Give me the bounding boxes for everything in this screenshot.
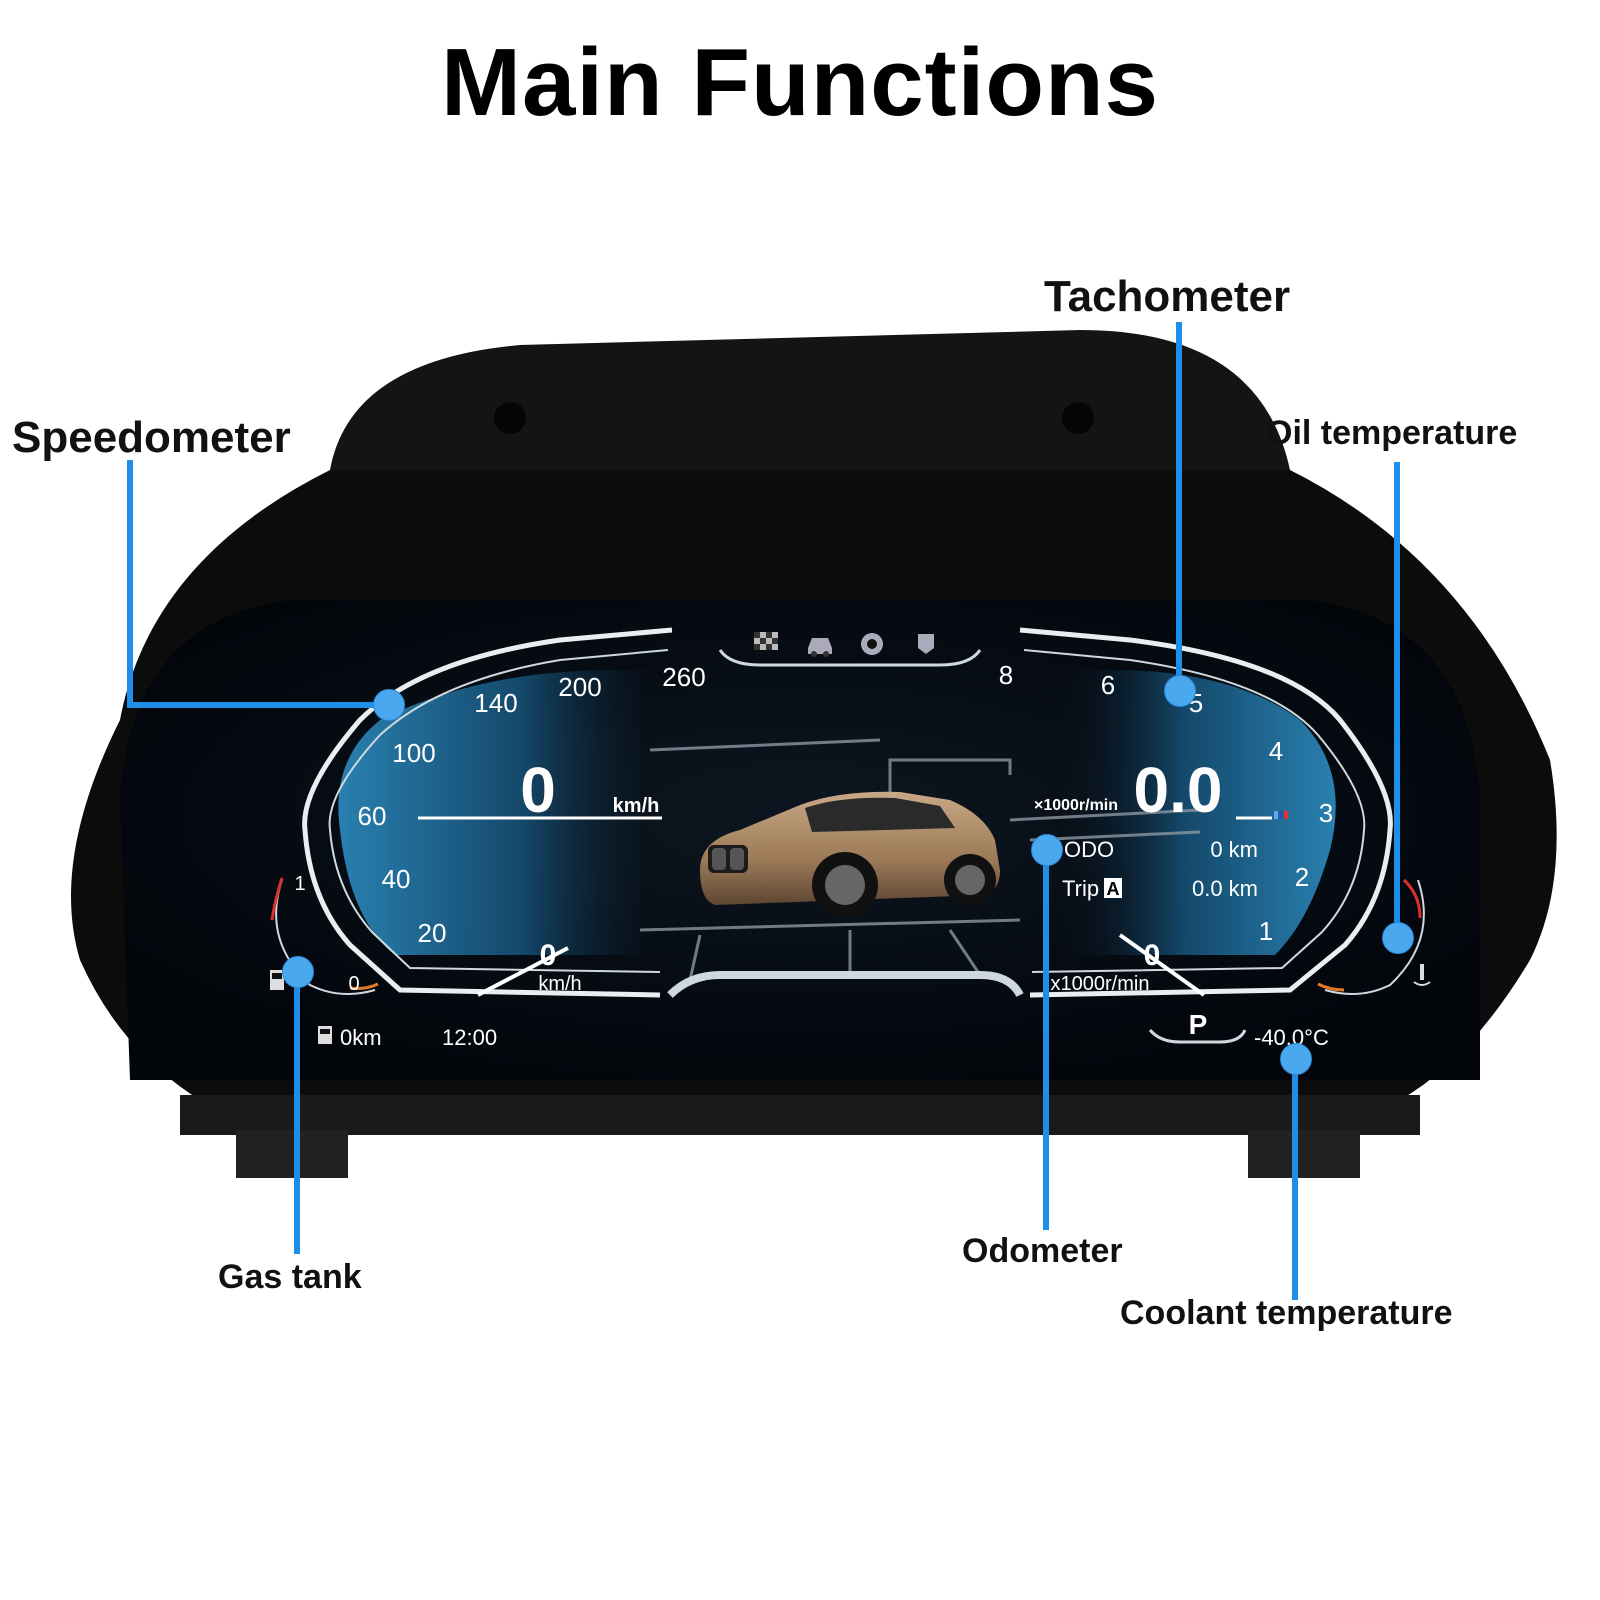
racing-flag-icon — [754, 632, 778, 650]
speedometer-frame-inner — [328, 649, 669, 973]
speed-needle-value: 0 — [540, 939, 557, 972]
fuel-pump-icon — [270, 970, 284, 990]
odometer-leader — [1043, 850, 1049, 1230]
rpm-needle — [1118, 933, 1206, 997]
rpm-value: 0.0 — [1134, 754, 1223, 826]
speedometer-ticks: 20 40 60 100 140 200 260 — [358, 662, 706, 948]
tachometer-frame-inner — [1023, 649, 1366, 973]
mount-clip-right — [1248, 1130, 1360, 1178]
speed-tick: 260 — [662, 662, 705, 692]
speed-tick: 100 — [392, 738, 435, 768]
odo-label: ODO — [1064, 837, 1114, 862]
top-icon-bar — [718, 649, 982, 667]
trip-label: Trip — [1062, 876, 1099, 901]
rpm-needle-value: 0 — [1144, 939, 1161, 972]
speedometer-fill — [338, 670, 672, 955]
fuel-range: 0km — [340, 1025, 382, 1050]
coolant-temperature-leader — [1292, 1058, 1298, 1300]
speedometer-leader — [127, 702, 389, 708]
rpm-needle-unit: x1000r/min — [1051, 973, 1150, 995]
trip-badge-box — [1104, 878, 1122, 898]
speed-tick: 200 — [558, 672, 601, 702]
oil-temperature-label: Oil temperature — [1266, 414, 1518, 452]
housing-screw-left — [494, 402, 526, 434]
rpm-tick: 6 — [1101, 670, 1115, 700]
fuel-redline — [270, 877, 284, 921]
cluster-hood — [330, 330, 1290, 470]
tachometer-leader — [1176, 322, 1182, 690]
seat-icon — [918, 634, 934, 654]
speed-needle-unit: km/h — [538, 973, 581, 995]
speedometer-marker — [373, 689, 405, 721]
rpm-tick: 2 — [1295, 862, 1309, 892]
speedometer-label: Speedometer — [12, 413, 291, 462]
gear-indicator: P — [1189, 1009, 1208, 1040]
speedometer-frame — [302, 627, 673, 998]
oil-temperature-leader — [1394, 462, 1400, 936]
page-title: Main Functions — [441, 29, 1159, 136]
speed-unit: km/h — [613, 795, 660, 817]
trip-value: 0.0 km — [1192, 876, 1258, 901]
bottom-center-bar — [667, 971, 1024, 998]
speed-needle — [477, 946, 569, 997]
tachometer-fill — [1060, 670, 1336, 955]
coolant-thermometer-icon — [1413, 964, 1431, 986]
speedometer-leader — [127, 460, 133, 708]
fuel-range-icon — [318, 1026, 332, 1044]
fuel-bottom-label: 0 — [348, 973, 359, 995]
oil-temperature-marker — [1382, 922, 1414, 954]
temp-redline — [1402, 878, 1422, 919]
rpm-tick: 4 — [1269, 736, 1283, 766]
tachometer-frame — [1019, 627, 1393, 998]
m-stripe-icon — [1274, 811, 1288, 819]
gas-tank-marker — [282, 956, 314, 988]
rpm-tick: 8 — [999, 660, 1013, 690]
speed-tick: 40 — [382, 864, 411, 894]
odometer-marker — [1031, 834, 1063, 866]
speed-tick: 20 — [418, 918, 447, 948]
car-image — [700, 791, 1000, 918]
rpm-tick: 3 — [1319, 798, 1333, 828]
temp-arc — [1324, 879, 1425, 995]
tachometer-label: Tachometer — [1044, 272, 1291, 321]
odometer-label: Odometer — [962, 1232, 1123, 1270]
housing-screw-right — [1062, 402, 1094, 434]
rpm-unit: ×1000r/min — [1034, 797, 1118, 814]
coolant-temperature-label: Coolant temperature — [1120, 1294, 1453, 1332]
speed-tick: 60 — [358, 801, 387, 831]
tachometer-marker — [1164, 675, 1196, 707]
temp-low-mark — [1317, 982, 1345, 992]
speed-tick: 140 — [474, 688, 517, 718]
mount-bar — [180, 1095, 1420, 1135]
rpm-tick: 1 — [1259, 916, 1273, 946]
speed-value: 0 — [520, 754, 556, 826]
mount-clip-left — [236, 1130, 348, 1178]
coolant-temperature-marker — [1280, 1043, 1312, 1075]
clock: 12:00 — [442, 1025, 497, 1050]
trip-badge: A — [1107, 879, 1120, 899]
fuel-top-label: 1 — [294, 873, 305, 895]
gear-indicator-frame — [1148, 1028, 1247, 1044]
gas-tank-label: Gas tank — [218, 1258, 362, 1296]
settings-gear-icon — [861, 633, 883, 655]
gas-tank-leader — [294, 972, 300, 1254]
fuel-low-mark — [349, 982, 379, 990]
car-icon — [808, 638, 832, 657]
odo-value: 0 km — [1210, 837, 1258, 862]
